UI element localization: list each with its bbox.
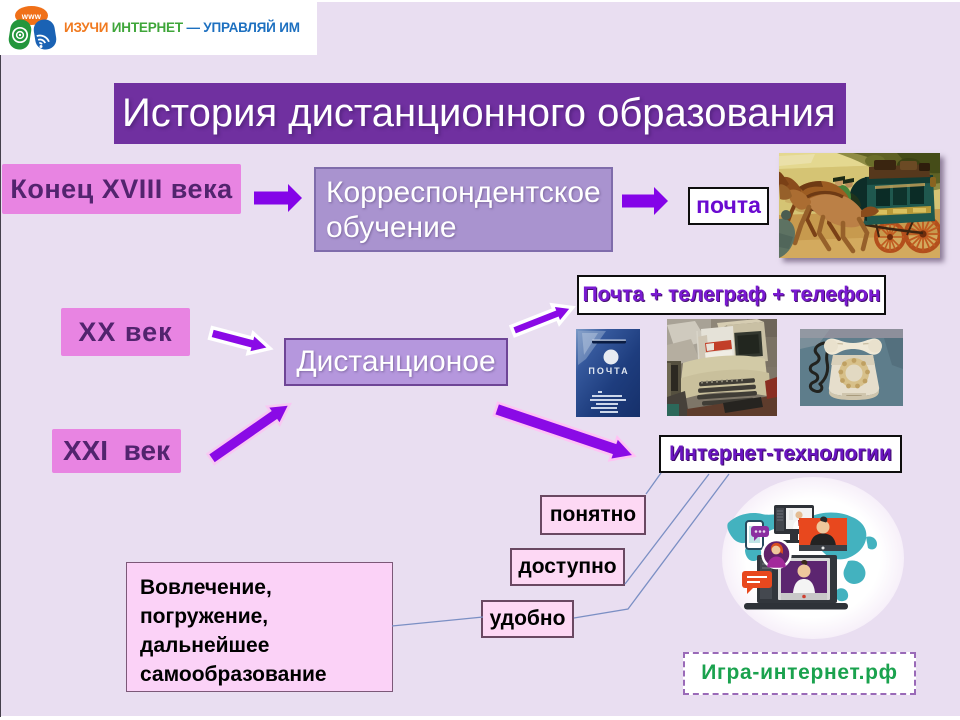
svg-text:www: www bbox=[21, 12, 42, 21]
svg-text:ПОЧТА: ПОЧТА bbox=[588, 366, 629, 376]
